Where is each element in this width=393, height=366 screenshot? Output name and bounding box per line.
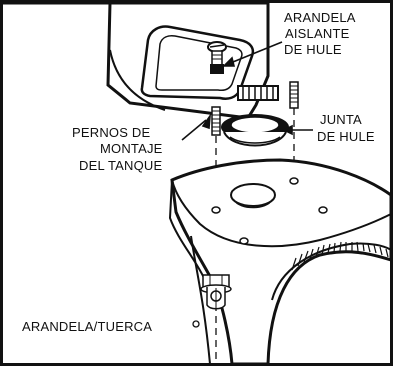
bolt-hole-left (211, 206, 221, 214)
tank (3, 1, 270, 120)
label-washer-nut: ARANDELA/TUERCA (22, 319, 152, 334)
label-insulating-washer-2: AISLANTE (285, 26, 350, 41)
flush-valve-thread (237, 85, 279, 101)
label-insulating-washer-1: ARANDELA (284, 10, 356, 25)
callout-arrows (181, 41, 313, 141)
inlet-opening (230, 183, 276, 207)
small-washer (192, 320, 200, 328)
bolt-hole-front (318, 206, 328, 214)
label-rubber-gasket-2: DE HULE (317, 129, 375, 144)
bowl (168, 158, 393, 366)
label-mounting-bolts-1: PERNOS DE (72, 125, 151, 140)
label-mounting-bolts-3: DEL TANQUE (79, 158, 163, 173)
label-rubber-gasket-1: JUNTA (320, 112, 362, 127)
mounting-bolt-right (289, 81, 299, 109)
bowl-ribs (291, 241, 389, 271)
mounting-bolt-left (211, 106, 221, 136)
bolt-hole-back (239, 237, 249, 245)
tank-screw (207, 41, 227, 74)
label-mounting-bolts-2: MONTAJE (100, 141, 163, 156)
washer-nut (200, 274, 232, 310)
bolt-hole-right (289, 177, 299, 185)
rubber-gasket (221, 114, 289, 147)
insulating-washer (210, 64, 224, 74)
label-insulating-washer-3: DE HULE (284, 42, 342, 57)
